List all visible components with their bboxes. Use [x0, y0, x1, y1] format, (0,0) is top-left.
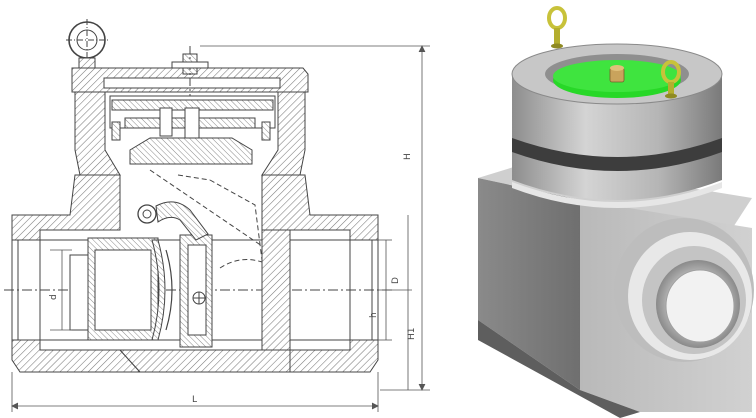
bonnet-section — [74, 91, 306, 176]
bonnet-cylinder — [512, 72, 722, 200]
dimension-lines — [11, 45, 430, 412]
eyebolt-icon — [547, 6, 567, 49]
dim-port-diameter: D — [391, 277, 401, 284]
disc-section — [87, 234, 213, 348]
eyebolt-icon — [661, 60, 681, 99]
bonnet-groove — [512, 138, 722, 171]
dim-overall-length: L — [192, 395, 197, 405]
dim-face-offset: h — [369, 312, 379, 318]
dim-bore-diameter: d — [49, 294, 59, 300]
cover-section — [71, 46, 309, 150]
end-socket — [614, 218, 754, 362]
center-nut — [609, 65, 625, 83]
section-drawing: H D H1 d h L — [4, 19, 430, 412]
valve-3d-render — [478, 6, 754, 418]
body-left-face — [478, 178, 580, 390]
hinge-section — [137, 169, 263, 269]
dim-height-lower: H1 — [407, 328, 417, 341]
dim-overall-height: H — [403, 153, 413, 160]
